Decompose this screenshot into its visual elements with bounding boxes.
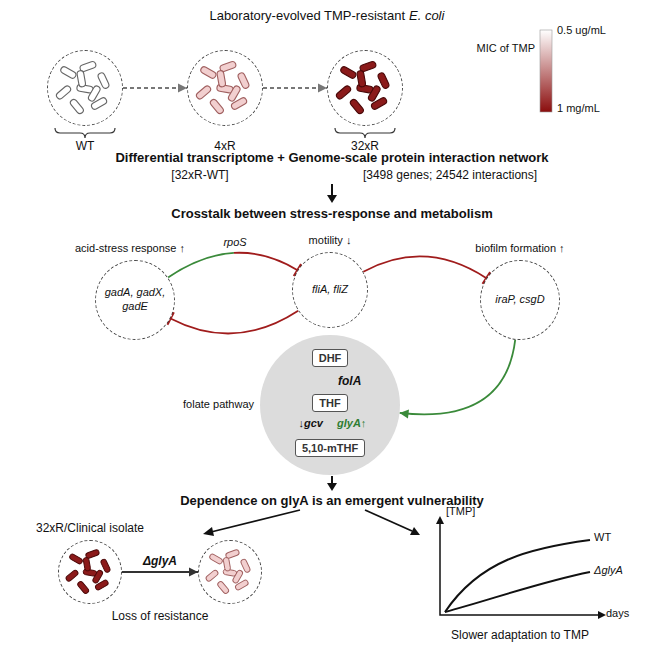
cell-population: 32xR/Clinical isolate	[58, 540, 122, 604]
connector	[363, 256, 490, 284]
edge-label: folA	[338, 374, 361, 388]
brace	[335, 128, 395, 138]
edge-label: ΔglyA	[143, 554, 177, 568]
bacteria	[199, 541, 261, 603]
bacteria	[59, 541, 121, 603]
metabolite-name: 5,10-mTHF	[302, 442, 358, 454]
metabolite-box: DHF	[312, 349, 349, 367]
text-label: Slower adaptation to TMP	[451, 628, 589, 642]
text-label: Laboratory-evolved TMP-resistant	[209, 8, 405, 24]
node-heading: acid-stress response ↑	[75, 242, 185, 255]
text-label: rpoS	[223, 236, 246, 249]
gene-list: fliA, fliZ	[299, 283, 361, 297]
metabolite-name: DHF	[319, 352, 342, 364]
bacteria	[48, 51, 122, 125]
node-heading: 32xR/Clinical isolate	[36, 521, 144, 535]
pathway-circle: folate pathwayDHFTHF5,10-mTHF	[260, 335, 400, 475]
connector	[123, 84, 187, 93]
text-label: ↓gcv	[299, 417, 323, 430]
text-label: E. coli	[409, 8, 444, 24]
connector	[122, 568, 198, 577]
text-label: ΔglyA	[594, 564, 623, 577]
connector	[167, 311, 298, 334]
node-heading: motility ↓	[309, 234, 352, 247]
text-label: 1 mg/mL	[557, 102, 600, 115]
text-label: 0.5 ug/mL	[557, 24, 606, 37]
metabolite-box: 5,10-mTHF	[295, 439, 365, 457]
text-label: MIC of TMP	[477, 42, 535, 55]
text-label: glyA↑	[337, 417, 366, 430]
node-heading: WT	[76, 139, 95, 153]
bacteria	[188, 51, 262, 125]
bacteria	[328, 51, 402, 125]
metabolite-name: THF	[319, 397, 340, 409]
gene-module: motility ↓fliA, fliZ	[292, 252, 368, 328]
growth-plot	[436, 516, 606, 619]
brace	[55, 128, 115, 138]
node-heading: folate pathway	[183, 398, 254, 411]
cell-population: 32xR	[327, 50, 403, 126]
text-label: [3498 genes; 24542 interactions]	[363, 168, 537, 182]
connector	[400, 340, 516, 419]
text-label: Crosstalk between stress-response and me…	[171, 206, 493, 222]
gene-module: acid-stress response ↑gadA, gadX, gadE	[95, 260, 175, 340]
connector	[168, 253, 301, 278]
text-label: Dependence on glyA is an emergent vulner…	[180, 493, 484, 509]
node-heading: biofilm formation ↑	[475, 242, 564, 255]
cell-population: Loss of resistance	[198, 540, 262, 604]
text-label: Differential transcriptome + Genome-scal…	[115, 150, 548, 166]
text-label: [32xR-WT]	[171, 168, 228, 182]
connector	[263, 84, 327, 93]
cell-population: WT	[47, 50, 123, 126]
text-label: WT	[594, 531, 611, 544]
gene-list: iraP, csgD	[487, 293, 553, 307]
cell-population: 4xR	[187, 50, 263, 126]
gene-list: gadA, gadX, gadE	[102, 286, 168, 314]
color-bar	[540, 30, 552, 112]
text-label: [TMP]	[446, 505, 475, 518]
node-heading: Loss of resistance	[112, 609, 209, 623]
gene-module: biofilm formation ↑iraP, csgD	[480, 260, 560, 340]
text-label: days	[606, 607, 629, 620]
branch-arrow	[203, 510, 420, 536]
metabolite-box: THF	[312, 394, 347, 412]
